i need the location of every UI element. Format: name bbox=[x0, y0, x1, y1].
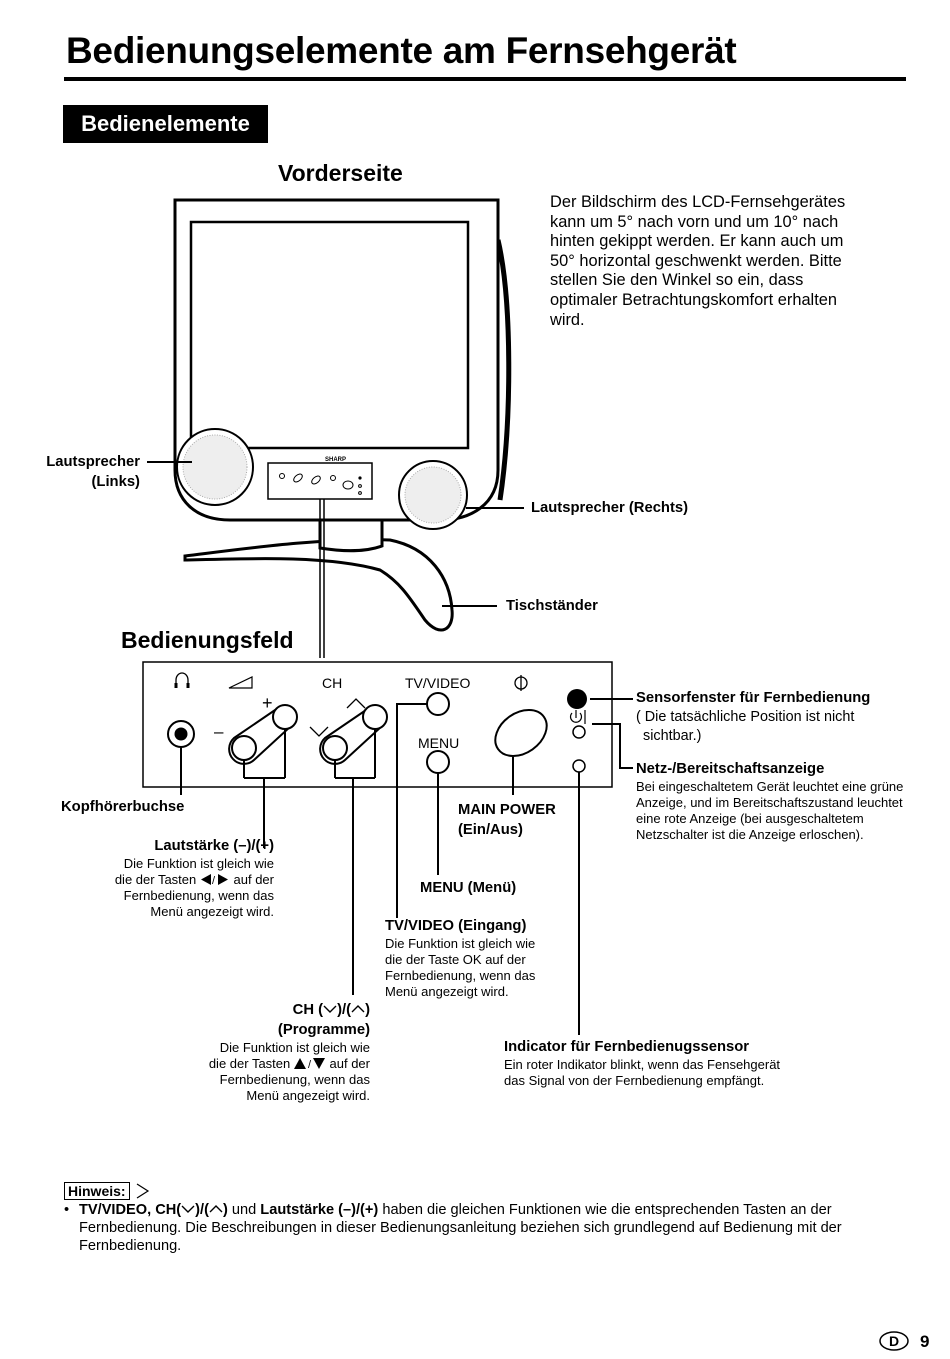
sensor-window-callout: Sensorfenster für Fernbedienung ( Die ta… bbox=[636, 688, 916, 746]
tvvideo-button[interactable] bbox=[426, 692, 450, 716]
up-down-arrows-icon: / bbox=[293, 1058, 325, 1071]
left-right-arrows-icon: / bbox=[200, 874, 228, 887]
tv-mini-panel bbox=[267, 462, 373, 500]
headphone-icon bbox=[174, 672, 190, 688]
tvvideo-callout-title: TV/VIDEO (Eingang) bbox=[385, 918, 527, 934]
svg-text:9: 9 bbox=[920, 1332, 929, 1351]
chevron-down-icon bbox=[181, 1205, 195, 1213]
svg-text:D: D bbox=[889, 1333, 899, 1349]
volume-plus-symbol: + bbox=[262, 693, 273, 713]
speaker-left bbox=[176, 428, 254, 506]
page-number: D 9 bbox=[878, 1330, 938, 1357]
ch-down-icon bbox=[309, 726, 329, 737]
chevron-up-icon bbox=[209, 1205, 223, 1213]
volume-minus-symbol: – bbox=[214, 722, 224, 741]
remote-sensor-indicator bbox=[572, 759, 586, 773]
note-bullet: • bbox=[64, 1202, 70, 1218]
note-label: Hinweis: bbox=[64, 1182, 130, 1200]
sensor-window-title: Sensorfenster für Fernbedienung bbox=[636, 690, 871, 706]
tvvideo-label: TV/VIDEO bbox=[405, 675, 470, 691]
speaker-right-label: Lautsprecher (Rechts) bbox=[531, 500, 689, 516]
menu-label: MENU bbox=[418, 735, 459, 751]
tilt-description: Der Bildschirm des LCD-Fernsehgerätes ka… bbox=[550, 193, 846, 329]
page-badge: D 9 bbox=[879, 1331, 929, 1351]
main-power-button[interactable] bbox=[487, 701, 556, 766]
speaker-left-label: Lautsprecher (Links) bbox=[46, 454, 140, 490]
chevron-up-icon bbox=[351, 1005, 365, 1013]
standby-icon bbox=[569, 710, 586, 724]
standby-indicator-callout: Netz-/Bereitschaftsanzeige Bei eingescha… bbox=[636, 759, 916, 843]
ch-up-icon bbox=[346, 698, 366, 709]
panel-heading: Bedienungsfeld bbox=[121, 627, 294, 653]
section-label: Bedienelemente bbox=[63, 105, 268, 143]
tv-screen bbox=[189, 220, 470, 450]
headphone-jack-label: Kopfhörerbuchse bbox=[61, 799, 185, 815]
svg-text:/: / bbox=[308, 1059, 312, 1069]
chevron-down-icon bbox=[323, 1005, 337, 1013]
title-rule bbox=[64, 77, 906, 81]
power-standby-indicator bbox=[572, 725, 586, 739]
ch-callout: CH ()/() (Programme) Die Funktion ist gl… bbox=[170, 1000, 370, 1104]
standby-indicator-title: Netz-/Bereitschaftsanzeige bbox=[636, 761, 825, 777]
sensor-indicator-title: Indicator für Fernbedienugssensor bbox=[504, 1039, 750, 1055]
brand-logo: SHARP bbox=[325, 457, 346, 463]
channel-rocker[interactable] bbox=[319, 704, 388, 765]
menu-callout: MENU (Menü) bbox=[420, 880, 517, 896]
table-stand bbox=[183, 538, 454, 632]
ch-callout-title: CH ()/() bbox=[292, 1002, 370, 1018]
headphone-jack[interactable] bbox=[167, 720, 195, 748]
tvvideo-callout: TV/VIDEO (Eingang) Die Funktion ist glei… bbox=[385, 916, 585, 1000]
volume-rocker[interactable] bbox=[228, 704, 298, 765]
remote-sensor-window bbox=[567, 689, 587, 709]
sensor-indicator-callout: Indicator für Fernbedienugssensor Ein ro… bbox=[504, 1037, 824, 1089]
note-arrow-icon bbox=[136, 1183, 150, 1199]
ch-label: CH bbox=[322, 675, 342, 691]
main-power-callout: MAIN POWER (Ein/Aus) bbox=[458, 802, 556, 838]
menu-button[interactable] bbox=[426, 750, 450, 774]
control-panel-diagram: + – CH TV/VIDEO MENU bbox=[142, 661, 633, 1035]
front-heading: Vorderseite bbox=[278, 160, 403, 186]
volume-icon bbox=[228, 676, 253, 689]
tv-illustration: SHARP bbox=[147, 198, 524, 658]
stand-label: Tischständer bbox=[506, 598, 598, 614]
page-title: Bedienungselemente am Fernsehgerät bbox=[66, 30, 737, 71]
note-body: • TV/VIDEO, CH()/() und Lautstärke (–)/(… bbox=[64, 1202, 842, 1254]
volume-callout: Lautstärke (–)/(+) Die Funktion ist glei… bbox=[74, 836, 274, 920]
speaker-right bbox=[398, 460, 468, 530]
volume-callout-title: Lautstärke (–)/(+) bbox=[154, 838, 274, 854]
svg-text:/: / bbox=[212, 875, 216, 885]
power-icon bbox=[514, 675, 528, 691]
